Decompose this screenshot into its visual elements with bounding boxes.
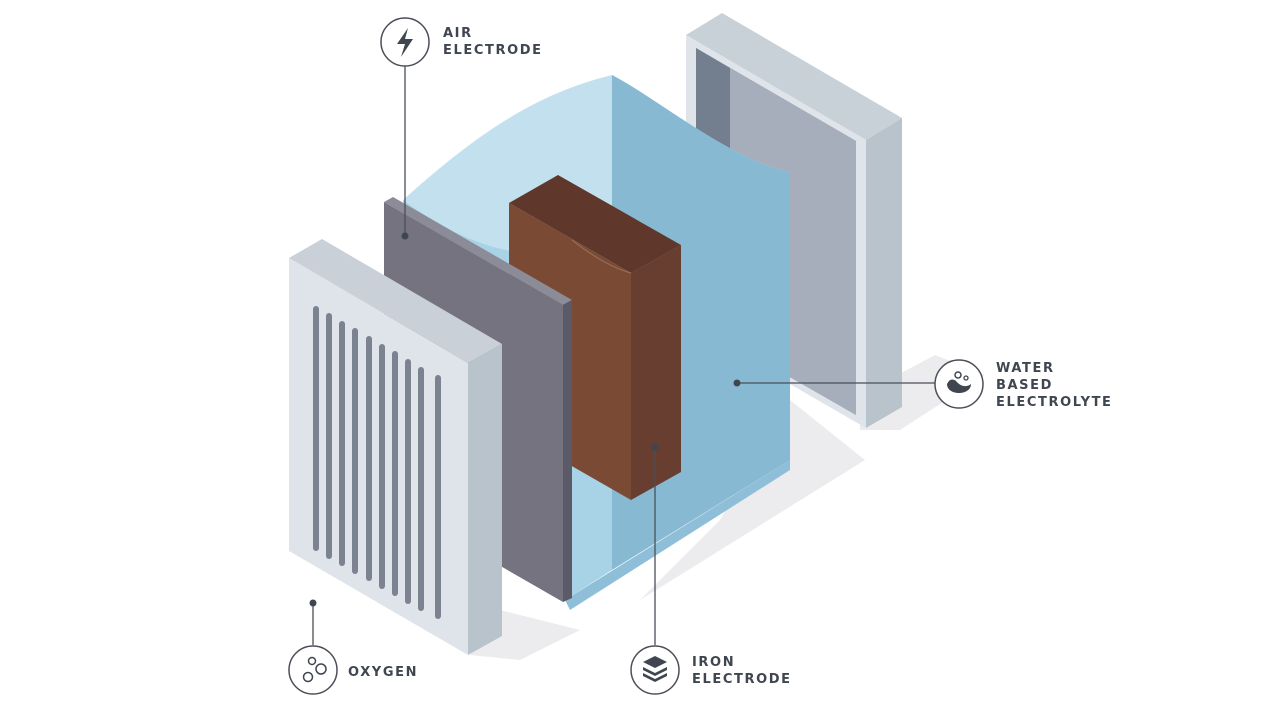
- leader-dot-water: [733, 379, 741, 387]
- label-water-electrolyte: WATER BASED ELECTROLYTE: [996, 360, 1113, 411]
- label-iron-line2: ELECTRODE: [692, 672, 792, 687]
- leader-dot-air: [401, 232, 409, 240]
- front-frame-side: [468, 344, 502, 655]
- label-water-line1: WATER: [996, 361, 1055, 376]
- leader-dots: [309, 232, 741, 607]
- iron-side-face: [631, 245, 681, 500]
- leader-dot-iron: [651, 443, 659, 451]
- water-drop-icon: [934, 359, 984, 409]
- label-oxygen: OXYGEN: [348, 664, 418, 681]
- air-electrode-top-edge: [384, 197, 572, 305]
- front-frame-top: [289, 239, 502, 363]
- leader-lines: [312, 66, 935, 645]
- label-air-electrode-line1: AIR: [443, 26, 473, 41]
- label-water-line3: ELECTROLYTE: [996, 395, 1113, 410]
- label-iron-electrode: IRON ELECTRODE: [692, 654, 792, 688]
- label-oxygen-line1: OXYGEN: [348, 665, 419, 680]
- shadow-cell: [640, 400, 865, 600]
- iron-edge-highlight: [571, 239, 632, 274]
- front-vent-frame: [289, 239, 502, 655]
- layers-stack-icon: [630, 645, 680, 695]
- label-water-line2: BASED: [996, 378, 1054, 393]
- bubbles-icon: [288, 645, 338, 695]
- iron-top-face: [509, 175, 681, 273]
- rear-frame-face: [686, 13, 902, 140]
- label-air-electrode: AIR ELECTRODE: [443, 25, 543, 59]
- vent-slots: [313, 306, 441, 619]
- label-air-electrode-line2: ELECTRODE: [443, 43, 543, 58]
- label-iron-line1: IRON: [692, 655, 736, 670]
- rear-frame-side: [866, 118, 902, 428]
- lightning-bolt-icon: [380, 17, 430, 67]
- electrolyte-base: [565, 460, 790, 610]
- leader-dot-oxygen: [309, 599, 317, 607]
- air-electrode-side-edge: [563, 300, 572, 602]
